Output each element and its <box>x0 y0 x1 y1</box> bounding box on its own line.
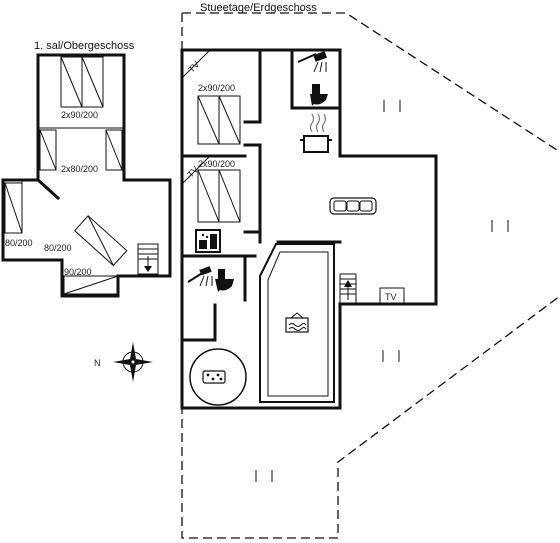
compass-icon <box>113 342 153 382</box>
upper-bed-single-bottom: 90/200 <box>63 267 119 295</box>
upper-outer-wall <box>1 53 172 298</box>
toilet-icon <box>310 84 328 106</box>
upper-stairs <box>137 243 159 275</box>
upper-bed-single-diagonal <box>74 215 128 267</box>
sofa-icon <box>329 197 377 215</box>
compass-north-label: N <box>94 358 101 368</box>
tv-label: TV <box>186 59 201 74</box>
upper-floor-title: 1. sal/Obergeschoss <box>34 40 135 52</box>
tv-unit: TV <box>379 287 405 305</box>
ground-stairs <box>339 273 357 305</box>
bed-size-label: 80/200 <box>5 238 33 248</box>
bed-size-label: 2x80/200 <box>61 164 98 174</box>
upper-door-wall <box>35 177 61 201</box>
ground-outer-wall <box>180 48 438 410</box>
upper-bed-double-1: 2x90/200 <box>60 56 104 120</box>
ground-floor: Stueetage/Erdgeschoss <box>180 2 560 539</box>
pool-icon <box>285 312 309 333</box>
terrace-outline <box>181 13 560 539</box>
upper-bed-single-left: 80/200 <box>4 182 33 248</box>
upper-floor: 1. sal/Obergeschoss 2x90/200 2x80/200 <box>1 40 172 298</box>
shower-icon <box>187 266 213 287</box>
shower-icon <box>297 51 328 73</box>
ground-floor-title: Stueetage/Erdgeschoss <box>200 2 317 14</box>
ground-bed-double-1: 2x90/200 <box>197 83 241 145</box>
stove-pot-icon <box>300 113 332 153</box>
terrace-outline <box>182 12 560 153</box>
toilet-icon <box>215 269 234 292</box>
stairs-icon <box>344 280 352 287</box>
ground-bed-double-2: 2x90/200 <box>197 159 241 223</box>
upper-bed-double-2: 2x80/200 <box>39 129 123 174</box>
pool <box>259 243 335 403</box>
compass-rose: N <box>94 342 153 382</box>
bed-size-label: 2x90/200 <box>198 159 235 169</box>
tv-corner-1: TV <box>181 49 211 79</box>
bed-size-label: 80/200 <box>44 243 72 253</box>
hot-tub-icon <box>189 348 247 406</box>
sauna-icon <box>195 229 221 253</box>
tv-label: TV <box>385 292 397 302</box>
bed-size-label: 2x90/200 <box>61 110 98 120</box>
bed-size-label: 90/200 <box>64 267 92 277</box>
window-marks <box>255 100 509 482</box>
stairs-icon <box>144 266 152 272</box>
bed-size-label: 2x90/200 <box>198 83 235 93</box>
